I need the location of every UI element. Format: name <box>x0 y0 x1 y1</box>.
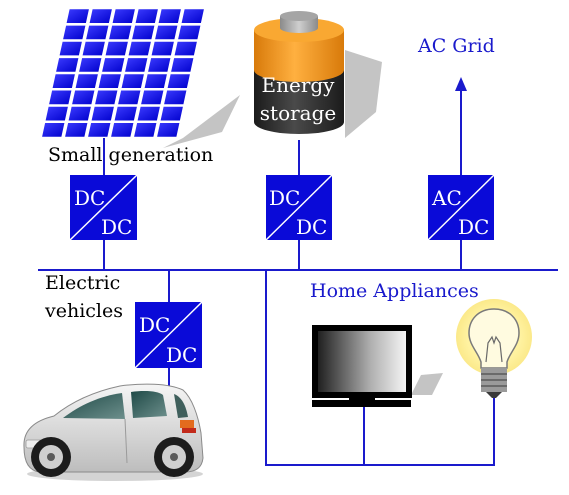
converter-ev: DC DC <box>134 301 203 369</box>
solar-cell <box>157 123 180 137</box>
energy-storage-label-line1: Energy <box>262 73 336 97</box>
solar-cell <box>52 74 75 88</box>
solar-cell <box>151 41 174 56</box>
solar-cell <box>59 41 82 56</box>
solar-cell <box>91 106 114 121</box>
solar-cell <box>164 90 187 105</box>
converter-solar-top-label: DC <box>74 186 105 210</box>
electric-vehicles-label-line1: Electric <box>45 272 120 294</box>
solar-cell <box>144 74 167 88</box>
solar-cell <box>98 74 121 88</box>
converter-ev-bottom-label: DC <box>166 343 197 367</box>
solar-cell <box>102 58 125 72</box>
small-generation-label: Small generation <box>48 144 213 166</box>
solar-cell <box>132 25 155 40</box>
car-icon <box>23 383 204 481</box>
solar-cell <box>42 123 65 137</box>
solar-cell <box>155 25 178 40</box>
solar-cell <box>174 41 197 56</box>
solar-cell <box>167 74 190 88</box>
solar-cell <box>72 90 95 105</box>
battery-icon: Energy storage <box>254 11 382 138</box>
converter-ev-top-label: DC <box>139 313 170 337</box>
solar-cell <box>49 90 72 105</box>
car-front-wheel <box>31 437 71 477</box>
solar-cell <box>121 74 144 88</box>
converter-solar-bottom-label: DC <box>101 215 132 239</box>
energy-storage-label-line2: storage <box>260 101 336 125</box>
ac-grid-label: AC Grid <box>417 35 495 57</box>
solar-cell <box>118 90 141 105</box>
converter-storage-bottom-label: DC <box>296 215 327 239</box>
solar-cell <box>68 106 91 121</box>
solar-cell <box>89 9 112 23</box>
solar-cell <box>141 90 164 105</box>
solar-cell <box>88 123 111 137</box>
solar-cell <box>86 25 109 40</box>
solar-cell <box>105 41 128 56</box>
solar-cell <box>75 74 98 88</box>
solar-cell <box>111 123 134 137</box>
solar-cell <box>160 106 183 121</box>
solar-cell <box>178 25 201 40</box>
arrow-up-icon <box>455 77 467 91</box>
home-appliances-feed-line <box>265 270 495 466</box>
car-rear-wheel <box>154 437 194 477</box>
converter-storage-top-label: DC <box>269 186 300 210</box>
solar-cell <box>95 90 118 105</box>
electric-vehicles-label-line2: vehicles <box>44 300 123 322</box>
solar-cell <box>137 106 160 121</box>
solar-cell <box>79 58 102 72</box>
solar-cell <box>63 25 86 40</box>
converter-grid: AC DC <box>427 174 495 241</box>
converter-solar: DC DC <box>69 174 138 241</box>
solar-cell <box>109 25 132 40</box>
solar-cell <box>125 58 148 72</box>
solar-panel-icon <box>40 8 240 148</box>
light-bulb-icon <box>456 299 532 398</box>
home-appliances-label: Home Appliances <box>310 280 479 302</box>
solar-cell <box>56 58 79 72</box>
solar-cell <box>134 123 157 137</box>
solar-cell <box>148 58 171 72</box>
solar-cell <box>66 9 89 23</box>
converter-grid-top-label: AC <box>431 186 462 210</box>
solar-cell <box>128 41 151 56</box>
solar-cell <box>65 123 88 137</box>
converter-grid-bottom-label: DC <box>458 215 489 239</box>
solar-cell <box>135 9 158 23</box>
solar-cell <box>181 9 204 23</box>
solar-cell <box>114 106 137 121</box>
solar-cell <box>82 41 105 56</box>
connection-lines <box>38 90 558 466</box>
solar-cell <box>171 58 194 72</box>
solar-cell <box>45 106 68 121</box>
monitor-icon <box>312 325 443 407</box>
converter-storage: DC DC <box>265 174 333 241</box>
solar-cell <box>112 9 135 23</box>
solar-cell <box>158 9 181 23</box>
